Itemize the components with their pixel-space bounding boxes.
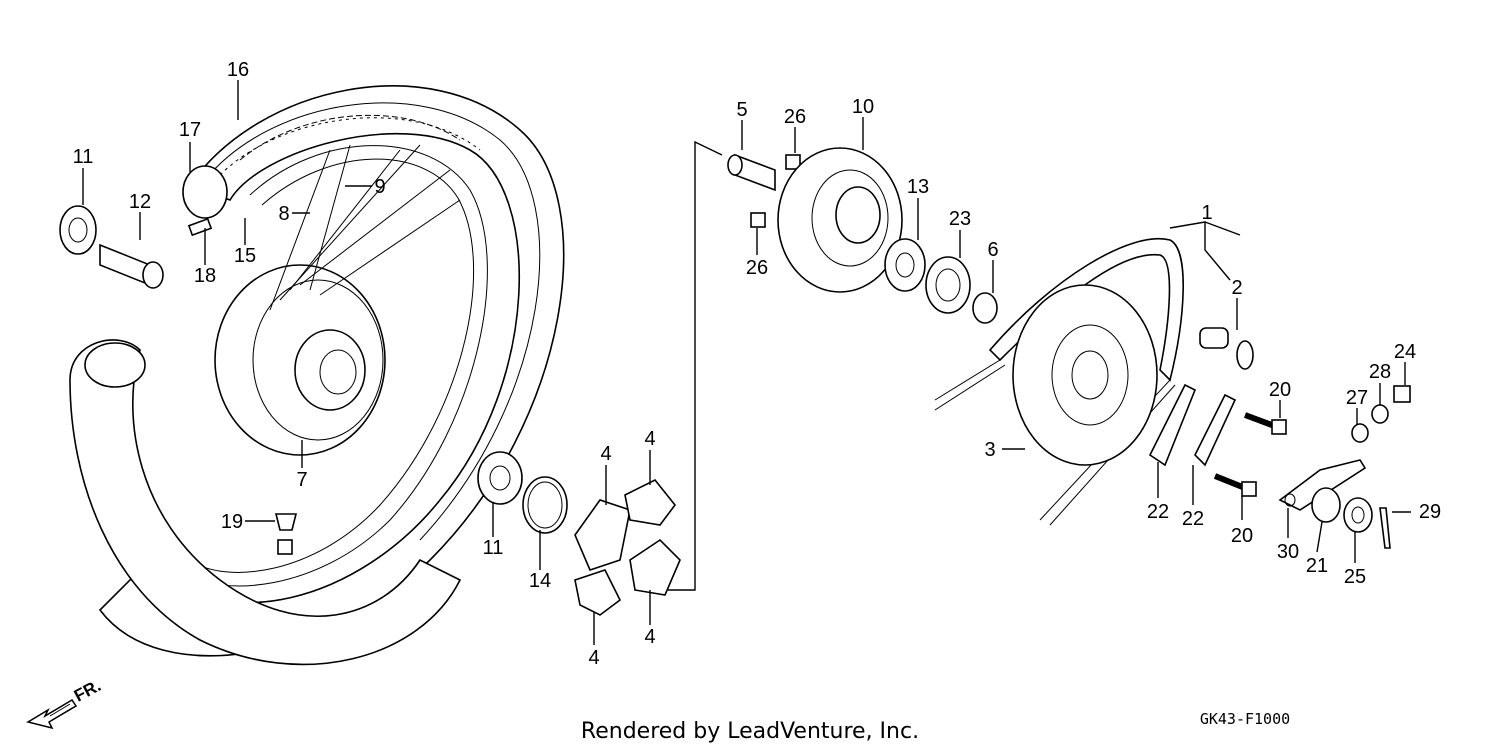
callout-1: 1 bbox=[1201, 202, 1212, 224]
callout-9: 9 bbox=[374, 176, 385, 198]
callout-13: 13 bbox=[907, 176, 929, 198]
chain-adjuster-plate[interactable] bbox=[1278, 459, 1367, 511]
washer-28[interactable] bbox=[1371, 404, 1389, 424]
callout-8: 8 bbox=[278, 203, 289, 225]
callout-30: 30 bbox=[1277, 541, 1299, 563]
callout-16: 16 bbox=[227, 59, 249, 81]
driven-flange[interactable] bbox=[777, 147, 903, 293]
chain-master-link[interactable] bbox=[1199, 327, 1254, 370]
nut-24[interactable] bbox=[1393, 385, 1411, 403]
callout-labels: 16 17 11 12 8 9 15 18 7 19 11 14 4 4 4 4… bbox=[73, 59, 1442, 669]
axle-sleeve[interactable] bbox=[727, 153, 776, 192]
damper-rubbers[interactable] bbox=[574, 478, 681, 616]
lock-plate-left[interactable] bbox=[1148, 383, 1197, 467]
callout-29: 29 bbox=[1419, 501, 1441, 523]
tube[interactable] bbox=[69, 165, 462, 666]
nut-21[interactable] bbox=[1311, 487, 1341, 523]
callout-4-a: 4 bbox=[600, 443, 611, 465]
leader-lines bbox=[82, 80, 1411, 645]
callout-27: 27 bbox=[1346, 387, 1368, 409]
diagram-code: GK43-F1000 bbox=[1200, 710, 1290, 728]
washer-27[interactable] bbox=[1351, 423, 1369, 443]
bearing-13[interactable] bbox=[884, 238, 926, 292]
callout-10: 10 bbox=[852, 96, 874, 118]
rendered-by-credit: Rendered by LeadVenture, Inc. bbox=[581, 719, 919, 744]
callout-22-left: 22 bbox=[1147, 501, 1169, 523]
callout-24: 24 bbox=[1394, 341, 1416, 363]
spokes bbox=[269, 144, 461, 311]
callout-12: 12 bbox=[129, 191, 151, 213]
callout-5: 5 bbox=[736, 99, 747, 121]
castle-nut-25[interactable] bbox=[1343, 497, 1373, 533]
callout-23: 23 bbox=[949, 208, 971, 230]
callout-4-b: 4 bbox=[644, 428, 655, 450]
callout-28: 28 bbox=[1369, 361, 1391, 383]
callout-18: 18 bbox=[194, 265, 216, 287]
callout-21: 21 bbox=[1306, 555, 1328, 577]
callout-11-left: 11 bbox=[73, 146, 94, 168]
bearing-left[interactable] bbox=[59, 205, 97, 255]
callout-4-c: 4 bbox=[644, 626, 655, 648]
driven-sprocket[interactable] bbox=[1012, 284, 1158, 466]
callout-6: 6 bbox=[987, 239, 998, 261]
bolt-20-lower[interactable] bbox=[1213, 473, 1257, 497]
callout-26-upper: 26 bbox=[784, 106, 806, 128]
collar-6[interactable] bbox=[972, 292, 998, 324]
callout-11-center: 11 bbox=[483, 537, 504, 559]
tire[interactable] bbox=[98, 85, 565, 657]
front-direction-arrow-icon bbox=[26, 698, 78, 730]
nut-26-lower[interactable] bbox=[750, 212, 766, 228]
callout-7: 7 bbox=[296, 469, 307, 491]
callout-4-d: 4 bbox=[588, 647, 599, 669]
nut-26-upper[interactable] bbox=[785, 154, 801, 170]
callout-2: 2 bbox=[1231, 277, 1242, 299]
rim-band[interactable] bbox=[187, 217, 213, 237]
callout-20-upper: 20 bbox=[1269, 379, 1291, 401]
group-bracket bbox=[668, 140, 723, 591]
rim[interactable] bbox=[179, 145, 488, 587]
cotter-pin[interactable] bbox=[1379, 507, 1391, 549]
wheel-hub[interactable] bbox=[214, 264, 386, 456]
bearing-center[interactable] bbox=[477, 451, 523, 505]
callout-26-lower: 26 bbox=[746, 257, 768, 279]
callout-15: 15 bbox=[234, 245, 256, 267]
callout-20-lower: 20 bbox=[1231, 525, 1253, 547]
callout-22-right: 22 bbox=[1182, 508, 1204, 530]
bolt-20-upper[interactable] bbox=[1243, 412, 1287, 435]
callout-25: 25 bbox=[1344, 566, 1366, 588]
front-direction-label: FR. bbox=[71, 676, 104, 706]
o-ring[interactable] bbox=[522, 476, 568, 534]
callout-19: 19 bbox=[221, 511, 243, 533]
callout-14: 14 bbox=[529, 570, 551, 592]
lock-plate-right[interactable] bbox=[1194, 393, 1237, 467]
collar[interactable] bbox=[99, 243, 164, 289]
callout-17: 17 bbox=[179, 119, 201, 141]
valve-nut[interactable] bbox=[274, 513, 298, 555]
callout-3: 3 bbox=[984, 439, 995, 461]
oil-seal[interactable] bbox=[925, 256, 971, 314]
